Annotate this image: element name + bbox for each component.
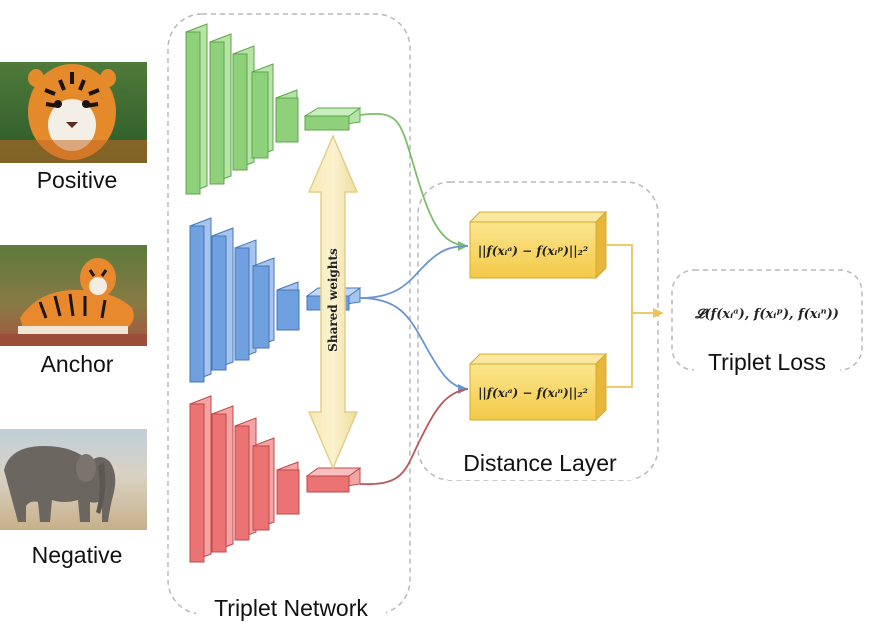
triplet-network-frame bbox=[167, 13, 411, 615]
distance-box-positive bbox=[468, 210, 608, 280]
triplet-loss-label: Triplet Loss bbox=[708, 349, 826, 375]
cnn-positive bbox=[185, 23, 362, 195]
shared-weights-arrow bbox=[307, 134, 359, 470]
triplet-network-label: Triplet Network bbox=[214, 595, 368, 621]
connector-anchor-top bbox=[359, 245, 469, 299]
connector-negative bbox=[359, 388, 469, 485]
positive-image bbox=[0, 62, 147, 163]
connector-to-loss bbox=[606, 244, 662, 388]
negative-image bbox=[0, 429, 147, 530]
anchor-image bbox=[0, 245, 147, 346]
positive-label: Positive bbox=[37, 167, 118, 193]
anchor-label: Anchor bbox=[41, 351, 114, 377]
distance-box-negative bbox=[468, 352, 608, 422]
distance-formula-negative: ||f(xᵢᵃ) − f(xᵢⁿ)||₂² bbox=[478, 386, 588, 400]
distance-formula-positive: ||f(xᵢᵃ) − f(xᵢᵖ)||₂² bbox=[478, 244, 588, 258]
connector-positive bbox=[359, 113, 469, 247]
cnn-anchor bbox=[189, 217, 362, 383]
connector-anchor-bottom bbox=[359, 297, 469, 390]
triplet-loss-formula: 𝓛(f(xᵢᵃ), f(xᵢᵖ), f(xᵢⁿ)) bbox=[694, 307, 839, 322]
distance-layer-label: Distance Layer bbox=[463, 450, 617, 476]
shared-weights-label: Shared weights bbox=[326, 248, 340, 352]
cnn-negative bbox=[189, 395, 362, 563]
negative-label: Negative bbox=[32, 542, 123, 568]
